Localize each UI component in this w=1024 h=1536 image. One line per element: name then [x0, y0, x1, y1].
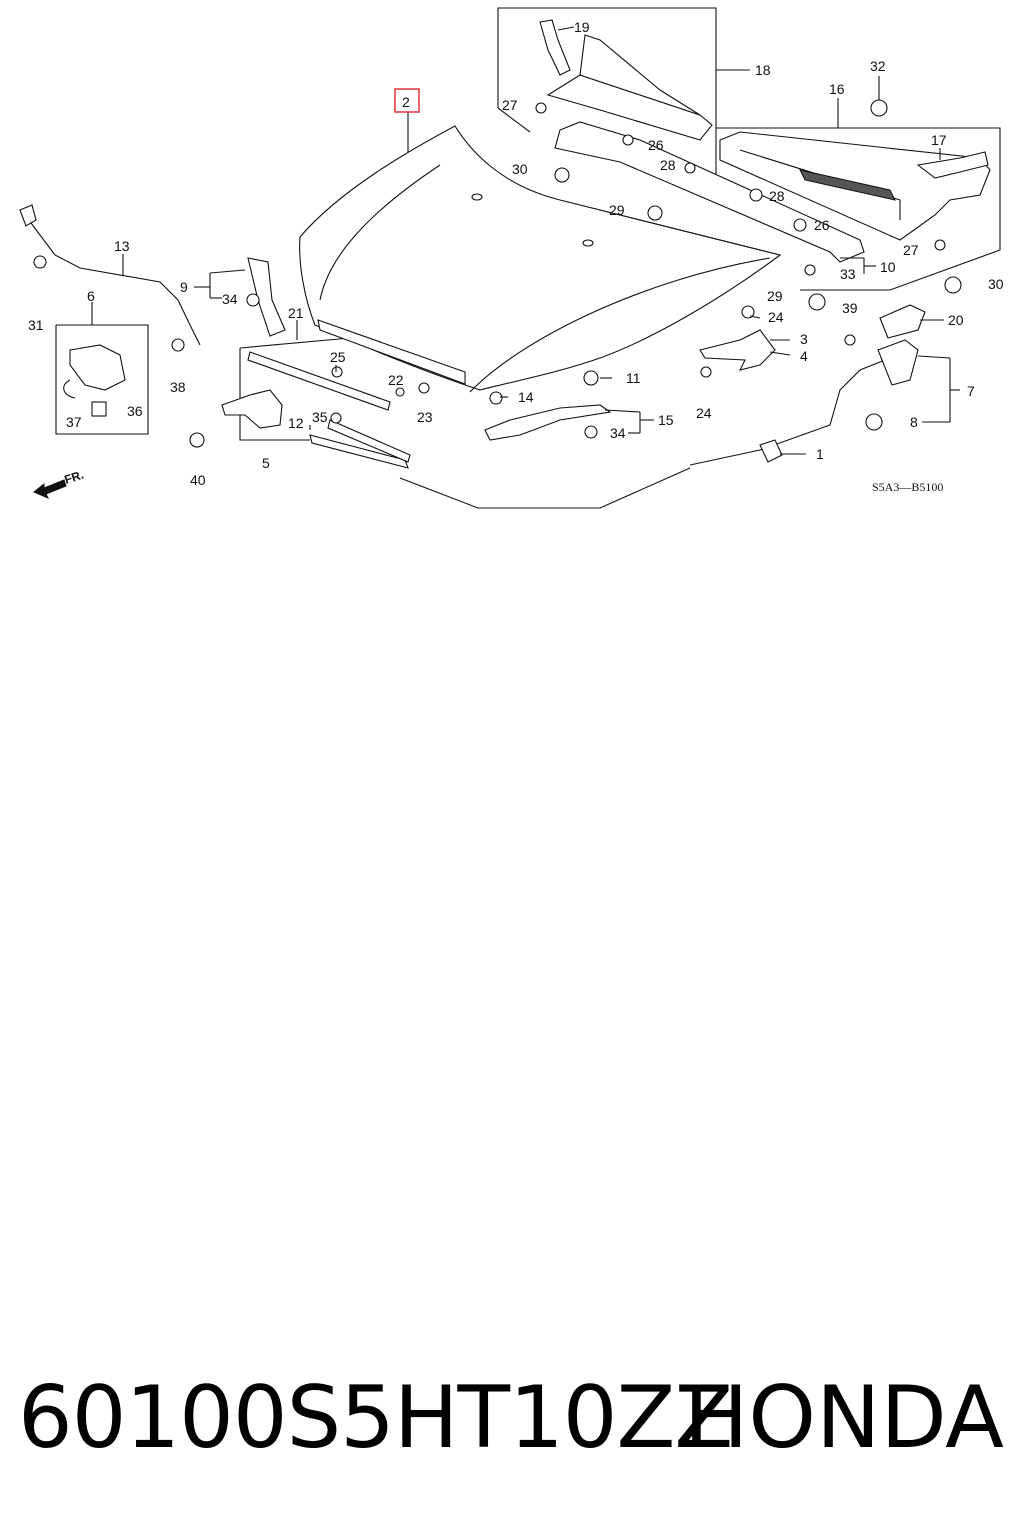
callout-10: 10	[880, 259, 896, 275]
callout-8: 8	[910, 414, 918, 430]
callout-24a: 24	[768, 309, 784, 325]
callout-30b: 30	[988, 276, 1004, 292]
callout-29a: 29	[609, 202, 625, 218]
callout-31: 31	[28, 317, 44, 333]
hood-latch[interactable]	[221, 389, 283, 429]
diagram-code: S5A3—B5100	[872, 480, 943, 494]
callout-32: 32	[870, 58, 886, 74]
hood-insulator[interactable]	[879, 304, 926, 339]
callout-6: 6	[87, 288, 95, 304]
release-cable[interactable]	[19, 204, 201, 346]
callout-30a: 30	[512, 161, 528, 177]
callout-23: 23	[417, 409, 433, 425]
leader-lines	[91, 26, 960, 455]
callout-21: 21	[288, 305, 304, 321]
hood-seal[interactable]	[247, 319, 466, 411]
callout-18: 18	[755, 62, 771, 78]
callout-29b: 29	[767, 288, 783, 304]
callout-13: 13	[114, 238, 130, 254]
callout-24b: 24	[696, 405, 712, 421]
callout-27a: 27	[502, 97, 518, 113]
hood-panel[interactable]	[299, 125, 782, 393]
callout-40: 40	[190, 472, 206, 488]
cowl-top-upper[interactable]	[546, 34, 713, 141]
release-handle-cable[interactable]	[689, 339, 919, 466]
callout-37: 37	[66, 414, 82, 430]
callout-39: 39	[842, 300, 858, 316]
callout-33: 33	[840, 266, 856, 282]
cowl-seal[interactable]	[554, 121, 865, 263]
hood-latch-assembly[interactable]	[63, 344, 126, 417]
cowl-top-lower[interactable]	[719, 131, 991, 241]
cowl-bracket[interactable]	[916, 151, 989, 179]
fasteners[interactable]	[33, 99, 962, 448]
parts-diagram: 1 2 3 4 5 6 7 8 9 10 11 12 13 14 15 16 1…	[19, 7, 1004, 509]
callout-20: 20	[948, 312, 964, 328]
callout-1: 1	[816, 446, 824, 462]
callout-3: 3	[800, 331, 808, 347]
callout-5: 5	[262, 455, 270, 471]
callout-7: 7	[967, 383, 975, 399]
hood-hinge[interactable]	[699, 329, 776, 371]
callout-28b: 28	[769, 188, 785, 204]
callout-11: 11	[626, 370, 641, 386]
callout-25: 25	[330, 349, 346, 365]
callout-19: 19	[574, 19, 590, 35]
hood-cross-brace[interactable]	[484, 404, 612, 441]
callout-34b: 34	[610, 425, 626, 441]
callout-36: 36	[127, 403, 143, 419]
front-marker-label: FR.	[63, 468, 86, 487]
callout-34a: 34	[222, 291, 238, 307]
front-arrow-icon: FR.	[33, 468, 86, 499]
footer: 60100S5HT10ZZ HONDA	[0, 1368, 1024, 1468]
callout-16: 16	[829, 81, 845, 97]
callout-26b: 26	[814, 217, 830, 233]
callout-labels: 1 2 3 4 5 6 7 8 9 10 11 12 13 14 15 16 1…	[28, 19, 1004, 488]
callout-35: 35	[312, 409, 328, 425]
callout-14: 14	[518, 389, 534, 405]
brand-name: HONDA	[683, 1368, 1004, 1468]
hood-support-rod[interactable]	[309, 419, 411, 469]
callout-12: 12	[288, 415, 304, 431]
callout-26a: 26	[648, 137, 664, 153]
callout-38: 38	[170, 379, 186, 395]
hinge-bracket-upper[interactable]	[539, 19, 571, 76]
callout-2: 2	[402, 94, 410, 110]
callout-4: 4	[800, 348, 808, 364]
callout-17: 17	[931, 132, 947, 148]
callout-27b: 27	[903, 242, 919, 258]
part-number: 60100S5HT10ZZ	[18, 1368, 733, 1468]
callout-22: 22	[388, 372, 404, 388]
callout-28a: 28	[660, 157, 676, 173]
highlight-box	[394, 88, 420, 113]
callout-9: 9	[180, 279, 188, 295]
callout-15: 15	[658, 412, 674, 428]
